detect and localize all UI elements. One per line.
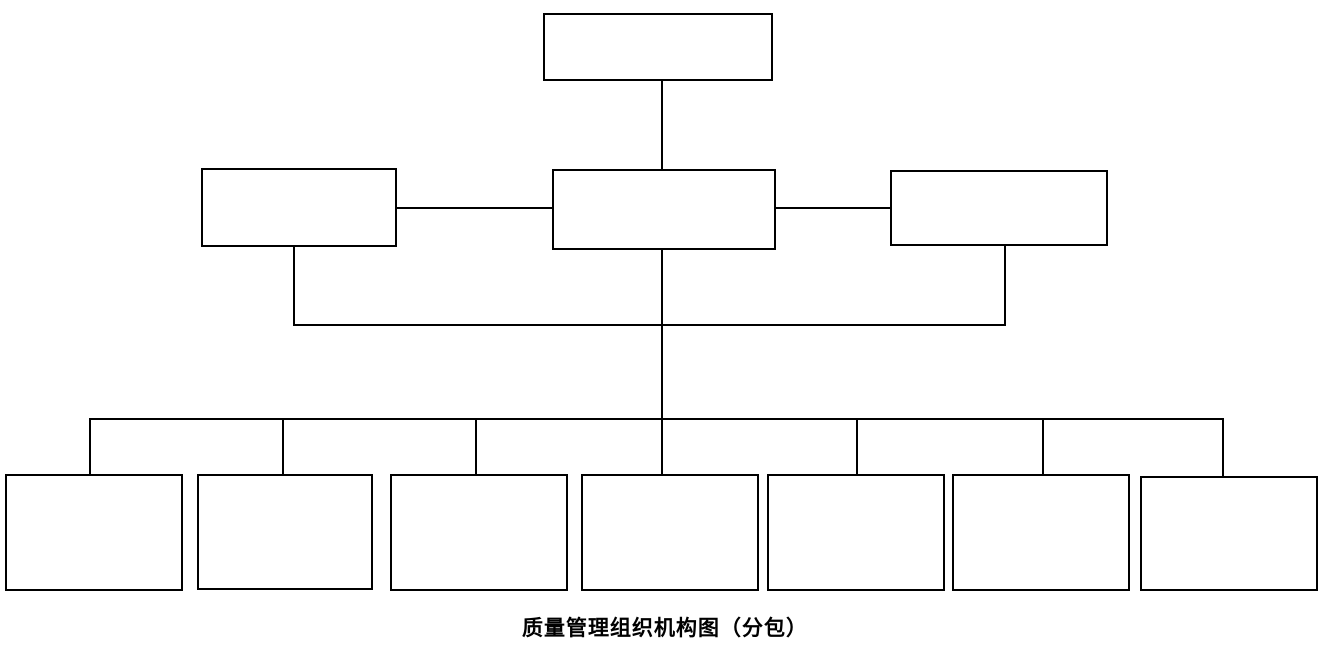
connector-drop-1 xyxy=(89,418,91,475)
connector-drop-6 xyxy=(1042,418,1044,475)
connector-left-stub-down xyxy=(293,246,295,326)
node-level2-left[interactable] xyxy=(201,168,397,247)
connector-left-to-center xyxy=(396,207,553,209)
node-level3-3[interactable] xyxy=(390,474,568,591)
connector-drop-2 xyxy=(282,418,284,475)
connector-drop-4 xyxy=(661,418,663,475)
connector-drop-3 xyxy=(475,418,477,475)
node-level2-center[interactable] xyxy=(552,169,776,250)
node-level3-7[interactable] xyxy=(1140,476,1318,591)
connector-center-to-right xyxy=(775,207,891,209)
node-level3-5[interactable] xyxy=(767,474,945,591)
connector-drop-5 xyxy=(856,418,858,475)
node-top[interactable] xyxy=(543,13,773,81)
node-level3-6[interactable] xyxy=(952,474,1130,591)
connector-drop-7 xyxy=(1222,418,1224,477)
connector-right-stub-down xyxy=(1004,245,1006,326)
node-level3-4[interactable] xyxy=(581,474,759,591)
connector-center-spine xyxy=(661,249,663,475)
node-level2-right[interactable] xyxy=(890,170,1108,246)
node-level3-1[interactable] xyxy=(5,474,183,591)
connector-level3-bus xyxy=(89,418,1224,420)
node-level3-2[interactable] xyxy=(197,474,373,590)
connector-top-to-center xyxy=(661,81,663,170)
connector-level2-tie-bar xyxy=(293,324,1006,326)
diagram-caption: 质量管理组织机构图（分包） xyxy=(522,615,808,640)
